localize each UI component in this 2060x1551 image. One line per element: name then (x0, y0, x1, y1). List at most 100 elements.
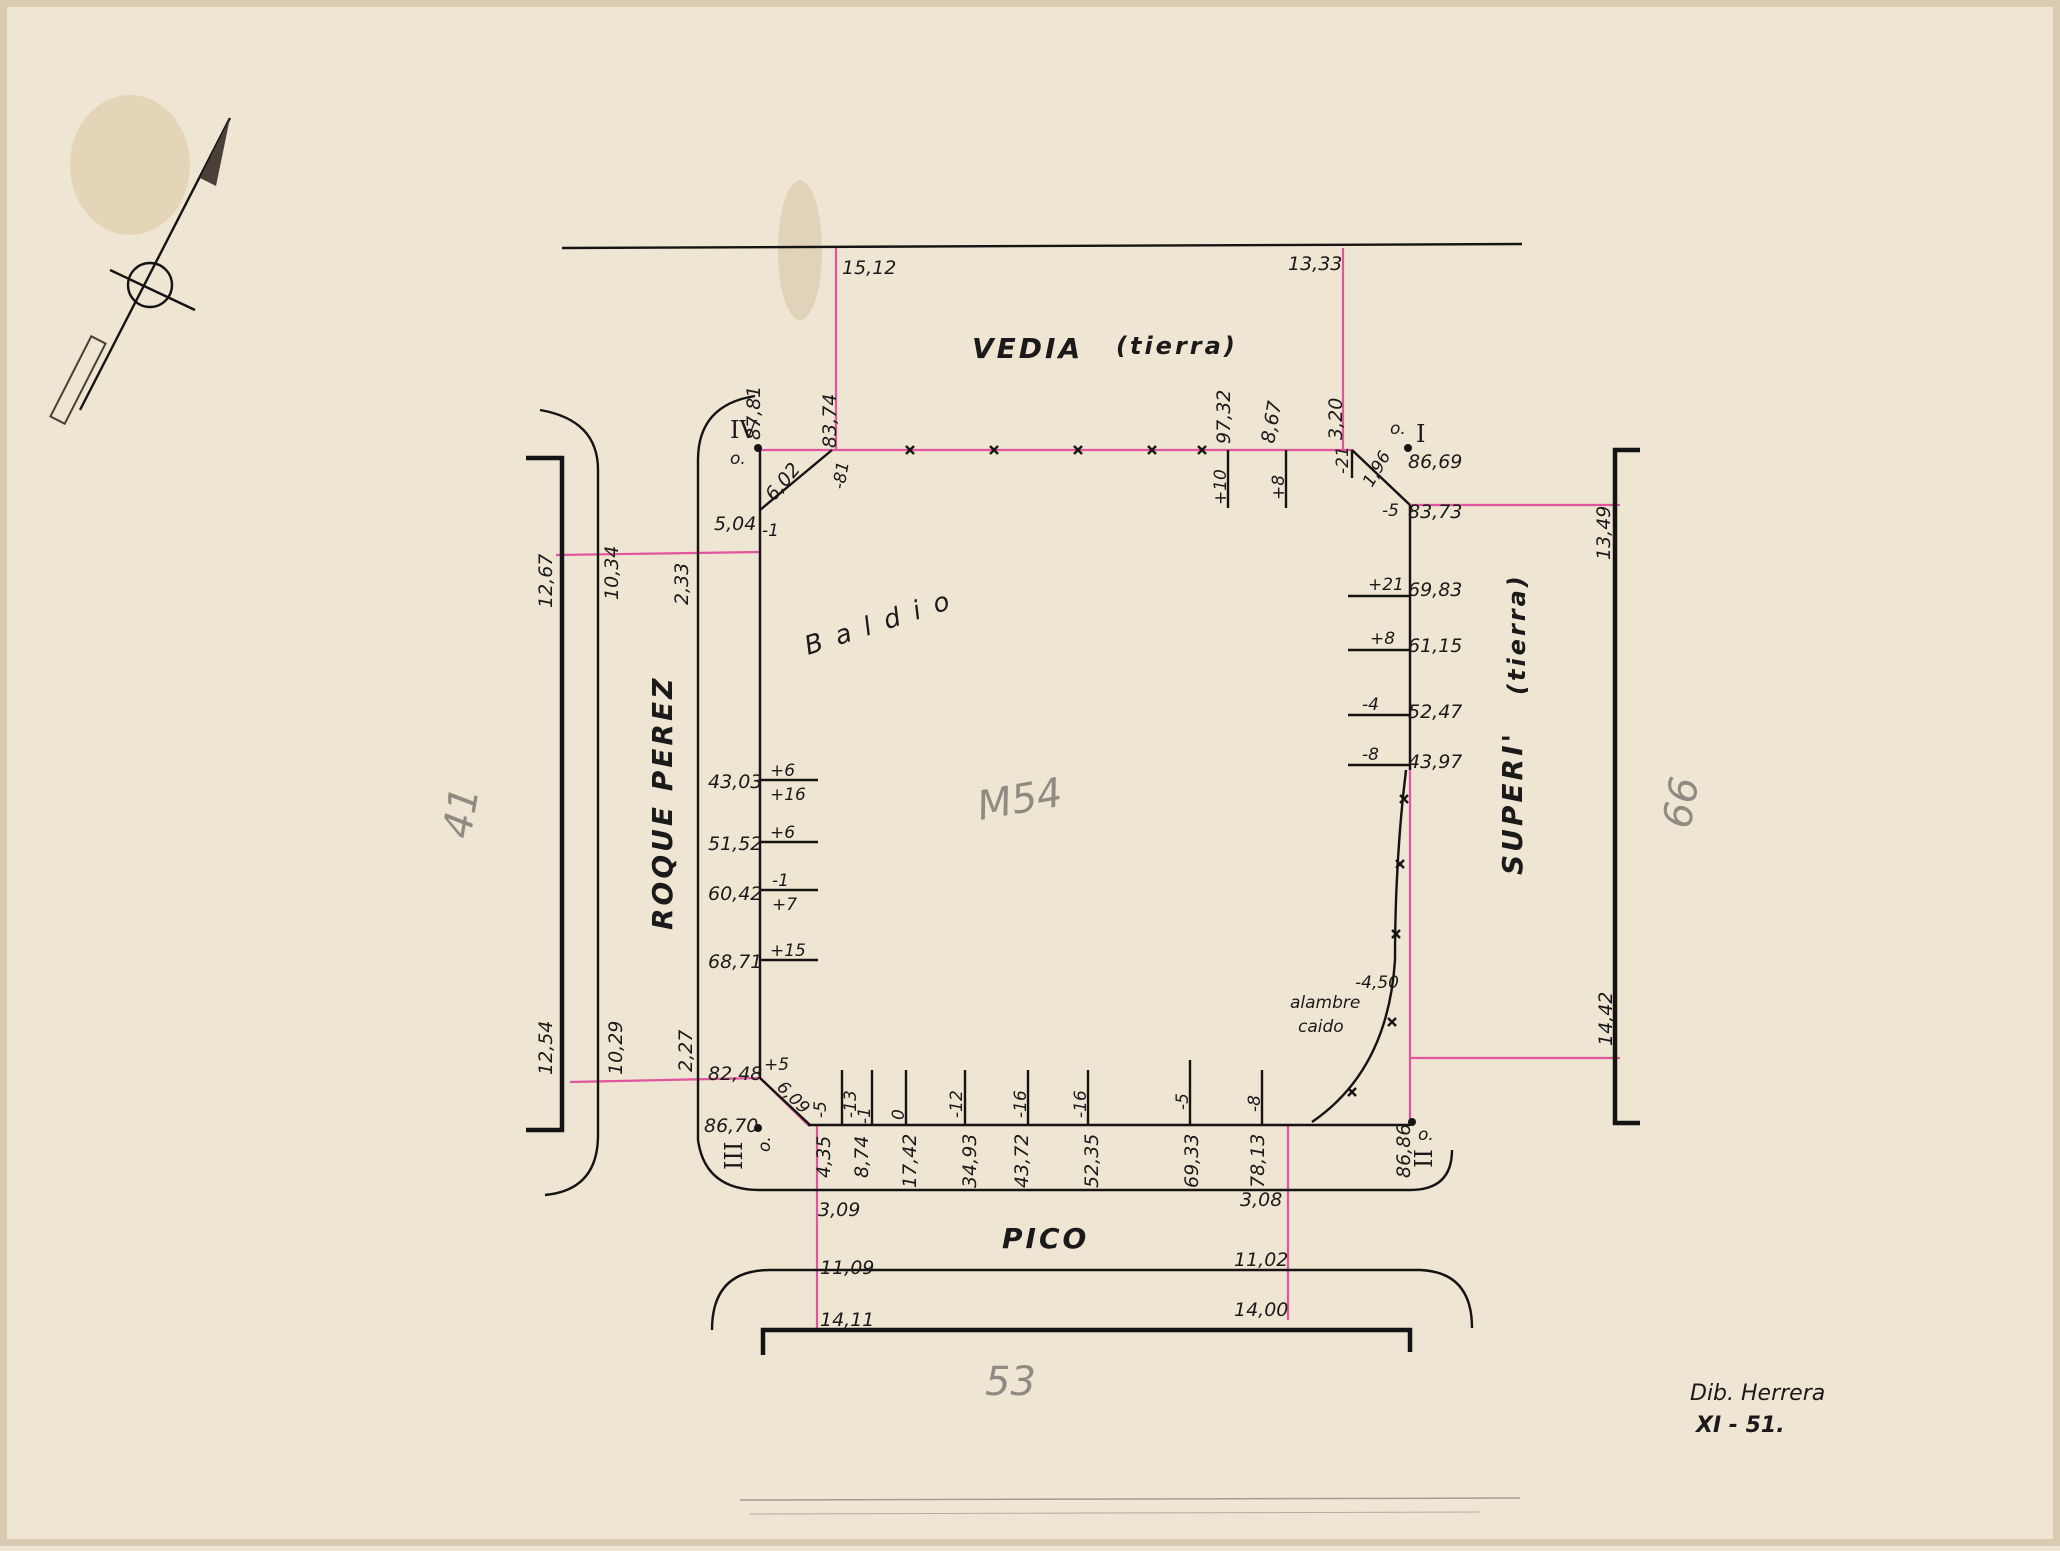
fallen-wire (1311, 769, 1408, 1123)
corner-III: III (720, 1142, 748, 1170)
corner-IV-origin: o. (730, 449, 746, 469)
left-mid-top: 10,34 (601, 546, 623, 600)
right-station-4: 43,97 (1408, 751, 1462, 773)
curb-bottom (710, 1268, 1474, 1331)
bottom-station-6: 52,35 (1081, 1134, 1103, 1188)
right-off-3: -4 (1362, 695, 1379, 715)
right-station-2: 61,15 (1408, 635, 1462, 657)
wire-offset: -4,50 (1355, 973, 1399, 993)
top-offset-ticks (1226, 450, 1354, 508)
top-off-2: +8 (1269, 475, 1289, 500)
c1-near: 83,73 (1408, 501, 1462, 523)
street-top: VEDIA (tierra) (972, 332, 1238, 365)
c3-elevation: 86,70 (704, 1115, 758, 1137)
right-off-2: +8 (1370, 629, 1395, 649)
c4-near: 83,74 (819, 394, 841, 448)
bottom-ref-left-bot: 14,11 (820, 1309, 874, 1331)
corner-I: I (1416, 420, 1425, 448)
street-right-surface: (tierra) (1503, 573, 1531, 695)
street-top-surface: (tierra) (1116, 332, 1238, 360)
top-pt-1: 97,32 (1213, 390, 1235, 444)
top-pt-3: 3,20 (1325, 398, 1347, 440)
c4-diagonal-offset: -81 (829, 460, 854, 491)
corner-III-origin: o. (755, 1136, 775, 1152)
bottom-off-9: -8 (1245, 1095, 1265, 1112)
signature: Dib. Herrera XI - 51. (1690, 1381, 1825, 1438)
curb-left-outer (539, 408, 600, 1197)
left-outer-bottom: 12,54 (535, 1021, 557, 1075)
bottom-off-4: 0 (889, 1109, 909, 1120)
left-station-4: 68,71 (708, 951, 762, 973)
bottom-off-8: -5 (1173, 1093, 1193, 1110)
bottom-station-3: 17,42 (899, 1134, 921, 1188)
neighbor-block-right: 66 (1655, 774, 1709, 832)
corner-IV: IV (730, 416, 757, 444)
left-station-2: 51,52 (708, 833, 762, 855)
fence-chamfer-c4 (759, 449, 833, 511)
left-inner-top: 2,33 (671, 563, 693, 605)
bottom-off-1: -5 (811, 1101, 831, 1118)
top-off-1: +10 (1211, 469, 1231, 505)
left-station-1: 43,03 (708, 771, 762, 793)
right-station-3: 52,47 (1408, 701, 1462, 723)
fence-chamfer-c3 (759, 1077, 811, 1126)
left-off-b-3: +7 (772, 895, 797, 915)
c1-elevation: 86,69 (1408, 451, 1462, 473)
property-edge-right (1612, 447, 1640, 1126)
neighbor-block-left: 41 (435, 784, 489, 842)
corner-II-origin: o. (1418, 1125, 1434, 1145)
left-off-a-1: +6 (770, 761, 795, 781)
stain-2 (778, 180, 822, 320)
right-ref-bottom: 14,42 (1595, 992, 1617, 1046)
corner-I-origin: o. (1390, 419, 1406, 439)
left-station-5: 82,48 (708, 1063, 762, 1085)
right-off-1: +21 (1368, 575, 1404, 595)
bottom-station-1: 4,35 (813, 1136, 835, 1178)
ref-line-left-bottom (569, 1076, 761, 1084)
bottom-ref-right-mid: 11,02 (1234, 1249, 1288, 1271)
fence-chamfer-c1 (1351, 449, 1411, 506)
stain (70, 95, 190, 235)
left-off-a-5: +5 (764, 1055, 789, 1075)
bottom-off-5: -12 (947, 1090, 967, 1118)
left-outer-top: 12,67 (535, 554, 557, 608)
left-mid-bottom: 10,29 (605, 1021, 627, 1075)
left-off-a-3: -1 (772, 871, 789, 891)
top-ref-right: 13,33 (1288, 253, 1342, 275)
neighbor-block-bottom: 53 (985, 1359, 1036, 1405)
top-off-3: -21 (1333, 446, 1353, 474)
bottom-ref-left-mid: 11,09 (820, 1257, 874, 1279)
bottom-ref-left-top: 3,09 (818, 1199, 860, 1221)
bottom-offset-ticks (840, 1060, 1264, 1125)
left-offset-ticks (760, 778, 818, 962)
corner-dots (754, 444, 1416, 1132)
fence-top-x-marks (905, 445, 1207, 455)
street-bottom-name: PICO (1002, 1222, 1089, 1255)
bottom-ref-right-top: 3,08 (1240, 1189, 1282, 1211)
c4-side-offset: -1 (762, 521, 779, 541)
street-line-top (561, 242, 1523, 250)
curb-left-inner (696, 394, 1454, 1192)
left-off-a-4: +15 (770, 941, 806, 961)
bottom-off-3: -1 (855, 1107, 875, 1124)
bottom-station-9: 86,86 (1393, 1124, 1415, 1178)
c4-side: 5,04 (714, 513, 756, 535)
left-off-a-2: +6 (770, 823, 795, 843)
right-station-1: 69,83 (1408, 579, 1462, 601)
wire-note-2: caido (1298, 1017, 1344, 1037)
bottom-station-8: 78,13 (1247, 1134, 1269, 1188)
pencil-guide-bottom-2 (749, 1511, 1481, 1515)
bottom-ref-right-bot: 14,00 (1234, 1299, 1288, 1321)
street-left-name: ROQUE PEREZ (646, 676, 679, 930)
left-off-b-1: +16 (770, 785, 806, 805)
bottom-station-4: 34,93 (959, 1134, 981, 1188)
bottom-off-7: -16 (1071, 1090, 1091, 1118)
property-edge-bottom (760, 1327, 1413, 1355)
wire-x-marks (1347, 794, 1409, 1097)
pencil-guide-bottom (739, 1497, 1521, 1501)
top-ref-left: 15,12 (842, 257, 896, 279)
street-top-name: VEDIA (972, 332, 1083, 365)
